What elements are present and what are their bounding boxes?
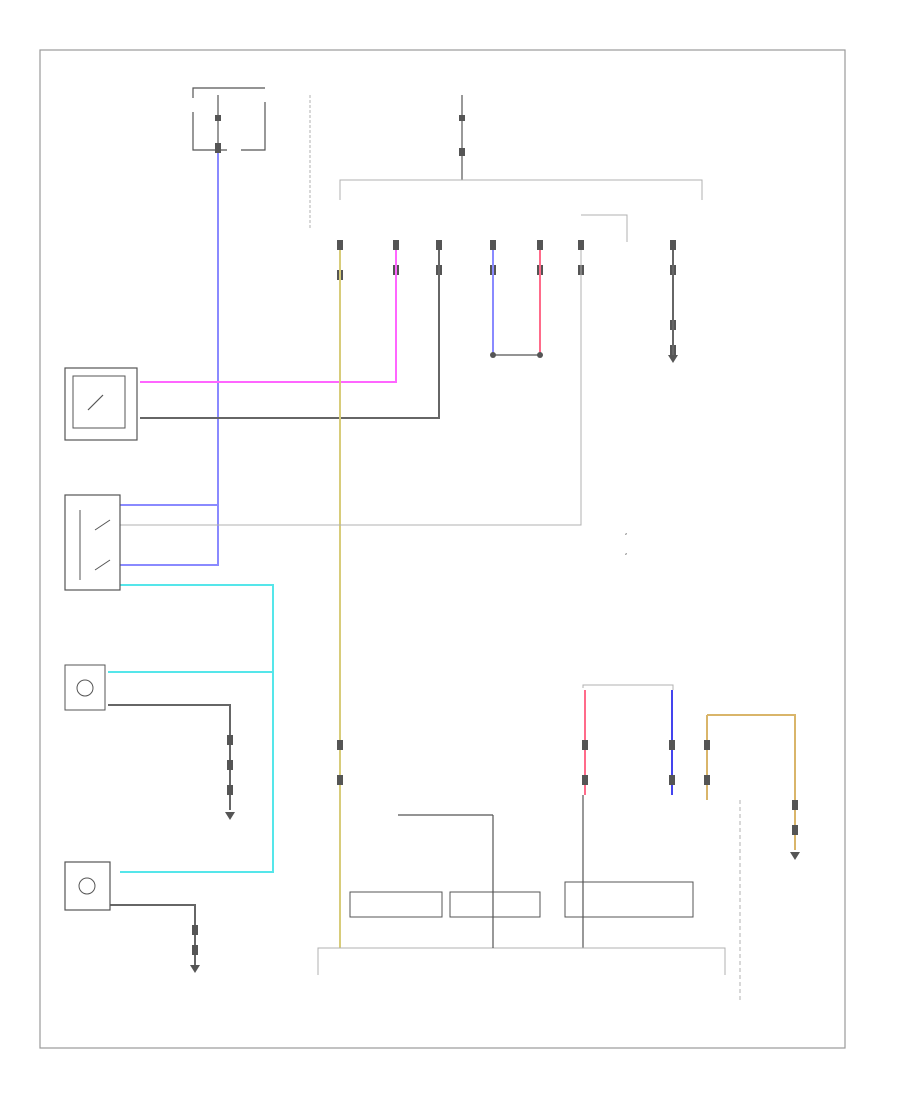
brake-switch [64,494,121,591]
module-connectors-top [337,240,676,355]
module-top-bracket [339,179,703,200]
wire-black-left-tail [108,704,231,810]
ground-lower-left-symbol [225,812,235,820]
can-lower-bracket [582,684,674,690]
wire-black-tail-switch [140,250,440,419]
wire-violet-left [120,153,219,566]
tail-light-switch [64,367,138,441]
legend-item-1: Z [625,532,627,536]
control-module [317,800,741,1000]
right-tail-light [64,861,111,911]
pair-dot-left [490,352,496,358]
legend-item-2: Z [625,552,627,556]
can-transceiver-box [564,881,694,918]
pair-dot-right [537,352,543,358]
ground-bottom-symbol [190,965,200,973]
wire-cyan-main [120,584,274,873]
wire-gray-brake [120,250,582,526]
ground-far-right-symbol [790,852,800,860]
stop-circuit-box [449,891,541,918]
fuse-box-center [459,95,465,180]
ground-center-symbol [668,355,678,363]
left-tail-light [64,664,106,711]
power-circuit-box [349,891,443,918]
wire-tan [707,714,796,850]
fuse-box-left [192,87,266,153]
diagram-frame [39,49,846,1049]
wire-gray-diag [581,214,628,242]
wire-black-right-tail [110,904,196,965]
wire-pink-tail-switch [140,250,397,383]
legend: Z Z [625,532,627,556]
lower-connectors [192,735,798,955]
